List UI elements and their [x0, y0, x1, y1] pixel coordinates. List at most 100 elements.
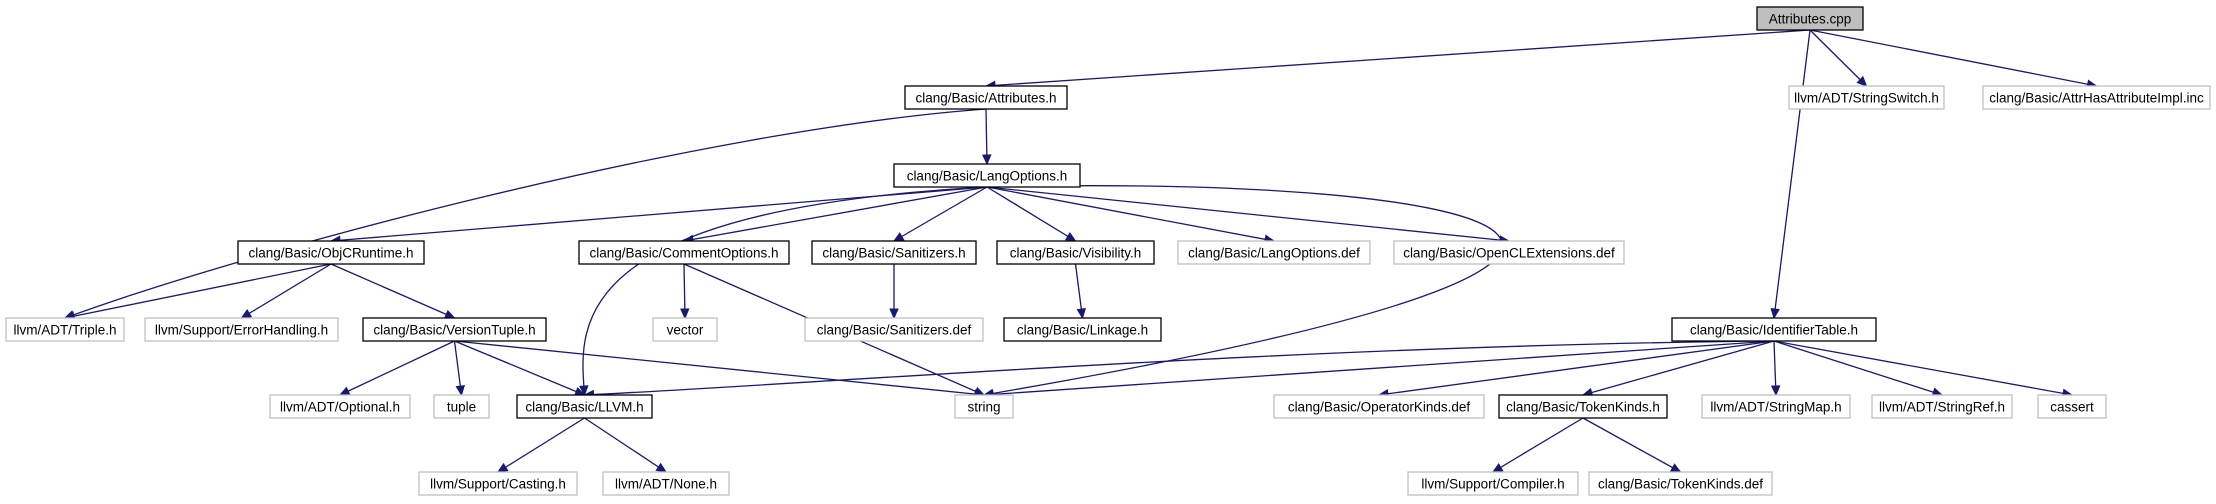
- edge-attributes_h-to-triple_h: [64, 108, 987, 319]
- arrowhead-llvm_h-to-none_h: [655, 462, 668, 473]
- node-label-langoptions_h: clang/Basic/LangOptions.h: [907, 169, 1068, 184]
- node-label-optional_h: llvm/ADT/Optional.h: [280, 400, 400, 415]
- edge-identifiertable_h-to-stringref_h: [1773, 340, 1943, 396]
- arrowhead-langoptions_h-to-sanitizers_h: [892, 232, 905, 242]
- edge-langoptions_h-to-llvm_h: [582, 186, 988, 396]
- node-label-vector: vector: [667, 323, 704, 338]
- node-box-compiler_h: [1407, 471, 1579, 496]
- node-label-attributes_h: clang/Basic/Attributes.h: [915, 91, 1056, 106]
- edge-tokenkinds_h-to-tokenkinds_def: [1582, 417, 1681, 473]
- node-label-sanitizers_def: clang/Basic/Sanitizers.def: [817, 323, 972, 338]
- arrowhead-llvm_h-to-casting_h: [496, 462, 509, 473]
- node-visibility_h[interactable]: clang/Basic/Visibility.h: [996, 240, 1155, 265]
- arrowhead-versiontuple_h-to-tuple: [455, 384, 466, 397]
- edge-versiontuple_h-to-string: [454, 340, 985, 396]
- node-label-tokenkinds_h: clang/Basic/TokenKinds.h: [1506, 400, 1660, 415]
- edge-objcruntime_h-to-errorhandling_h: [241, 263, 332, 319]
- arrowhead-objcruntime_h-to-versiontuple_h: [443, 309, 456, 319]
- edge-identifiertable_h-to-tokenkinds_h: [1582, 340, 1775, 396]
- edge-langoptions_h-to-sanitizers_h: [893, 186, 988, 242]
- arrowhead-commentoptions_h-to-string: [973, 386, 986, 396]
- node-box-langoptions_h: [893, 163, 1081, 188]
- node-box-triple_h: [5, 317, 125, 342]
- edge-llvm_h-to-casting_h: [497, 417, 585, 473]
- node-tokenkinds_def: clang/Basic/TokenKinds.def: [1588, 471, 1773, 496]
- node-compiler_h: llvm/Support/Compiler.h: [1407, 471, 1579, 496]
- node-identifiertable_h[interactable]: clang/Basic/IdentifierTable.h: [1671, 317, 1877, 342]
- node-stringref_h: llvm/ADT/StringRef.h: [1871, 394, 2013, 419]
- node-box-linkage_h: [1003, 317, 1162, 342]
- node-box-none_h: [602, 471, 730, 496]
- node-langoptions_h[interactable]: clang/Basic/LangOptions.h: [893, 163, 1081, 188]
- node-box-versiontuple_h: [362, 317, 547, 342]
- node-llvm_h[interactable]: clang/Basic/LLVM.h: [516, 394, 653, 419]
- node-box-string: [954, 394, 1014, 419]
- edge-llvm_h-to-none_h: [584, 417, 667, 473]
- arrowhead-attributes_h-to-langoptions_h: [982, 154, 992, 166]
- edge-langoptions_h-to-visibility_h: [986, 186, 1076, 242]
- node-box-stringmap_h: [1701, 394, 1851, 419]
- node-stringmap_h: llvm/ADT/StringMap.h: [1701, 394, 1851, 419]
- node-langoptions_def: clang/Basic/LangOptions.def: [1177, 240, 1371, 265]
- edge-langoptions_h-to-openclext_def: [986, 186, 1510, 242]
- node-box-casting_h: [418, 471, 578, 496]
- node-tuple: tuple: [433, 394, 490, 419]
- node-label-compiler_h: llvm/Support/Compiler.h: [1421, 477, 1564, 492]
- node-label-errorhandling_h: llvm/Support/ErrorHandling.h: [155, 323, 328, 338]
- node-label-cassert: cassert: [2050, 400, 2094, 415]
- edge-identifiertable_h-to-operatorkinds_def: [1378, 340, 1775, 396]
- node-label-stringref_h: llvm/ADT/StringRef.h: [1879, 400, 2005, 415]
- node-label-stringswitch_h: llvm/ADT/StringSwitch.h: [1794, 91, 1939, 106]
- node-optional_h: llvm/ADT/Optional.h: [269, 394, 411, 419]
- node-label-objcruntime_h: clang/Basic/ObjCRuntime.h: [248, 246, 413, 261]
- node-objcruntime_h[interactable]: clang/Basic/ObjCRuntime.h: [237, 240, 425, 265]
- arrowhead-sanitizers_h-to-sanitizers_def: [889, 308, 899, 320]
- node-label-attrhas_inc: clang/Basic/AttrHasAttributeImpl.inc: [1989, 91, 2204, 106]
- arrowhead-langoptions_h-to-llvm_h: [579, 385, 589, 397]
- node-box-stringref_h: [1871, 394, 2013, 419]
- edge-root-to-attrhas_inc: [1809, 29, 2097, 87]
- node-box-objcruntime_h: [237, 240, 425, 265]
- node-box-attrhas_inc: [1982, 85, 2211, 110]
- node-tokenkinds_h[interactable]: clang/Basic/TokenKinds.h: [1498, 394, 1668, 419]
- node-box-operatorkinds_def: [1273, 394, 1485, 419]
- edge-root-to-stringswitch_h: [1809, 29, 1867, 87]
- arrowhead-root-to-stringswitch_h: [1856, 75, 1868, 87]
- arrowhead-versiontuple_h-to-optional_h: [338, 386, 351, 396]
- node-label-none_h: llvm/ADT/None.h: [615, 477, 717, 492]
- node-box-vector: [652, 317, 718, 342]
- edge-versiontuple_h-to-llvm_h: [454, 340, 585, 396]
- node-label-tokenkinds_def: clang/Basic/TokenKinds.def: [1598, 477, 1763, 492]
- node-attributes_h[interactable]: clang/Basic/Attributes.h: [904, 85, 1068, 110]
- edge-identifiertable_h-to-string: [983, 340, 1775, 396]
- node-openclext_def: clang/Basic/OpenCLExtensions.def: [1393, 240, 1625, 265]
- node-box-langoptions_def: [1177, 240, 1371, 265]
- arrowhead-tokenkinds_h-to-tokenkinds_def: [1669, 463, 1682, 473]
- node-versiontuple_h[interactable]: clang/Basic/VersionTuple.h: [362, 317, 547, 342]
- node-attrhas_inc: clang/Basic/AttrHasAttributeImpl.inc: [1982, 85, 2211, 110]
- node-box-sanitizers_def: [804, 317, 984, 342]
- node-sanitizers_h[interactable]: clang/Basic/Sanitizers.h: [811, 240, 977, 265]
- node-box-sanitizers_h: [811, 240, 977, 265]
- edge-root-to-identifiertable_h: [1773, 29, 1811, 319]
- node-label-commentoptions_h: clang/Basic/CommentOptions.h: [589, 246, 778, 261]
- arrowhead-root-to-identifiertable_h: [1770, 307, 1780, 320]
- edge-identifiertable_h-to-llvm_h: [584, 340, 1775, 396]
- edge-objcruntime_h-to-versiontuple_h: [330, 263, 455, 319]
- node-linkage_h[interactable]: clang/Basic/Linkage.h: [1003, 317, 1162, 342]
- node-box-root: [1756, 6, 1864, 31]
- node-label-sanitizers_h: clang/Basic/Sanitizers.h: [822, 246, 965, 261]
- node-commentoptions_h[interactable]: clang/Basic/CommentOptions.h: [578, 240, 790, 265]
- node-casting_h: llvm/Support/Casting.h: [418, 471, 578, 496]
- node-label-stringmap_h: llvm/ADT/StringMap.h: [1710, 400, 1841, 415]
- node-box-commentoptions_h: [578, 240, 790, 265]
- edge-langoptions_h-to-langoptions_def: [986, 186, 1275, 242]
- node-triple_h: llvm/ADT/Triple.h: [5, 317, 125, 342]
- node-operatorkinds_def: clang/Basic/OperatorKinds.def: [1273, 394, 1485, 419]
- node-label-openclext_def: clang/Basic/OpenCLExtensions.def: [1403, 246, 1615, 261]
- node-label-operatorkinds_def: clang/Basic/OperatorKinds.def: [1288, 400, 1471, 415]
- node-cassert: cassert: [2037, 394, 2107, 419]
- node-label-linkage_h: clang/Basic/Linkage.h: [1017, 323, 1148, 338]
